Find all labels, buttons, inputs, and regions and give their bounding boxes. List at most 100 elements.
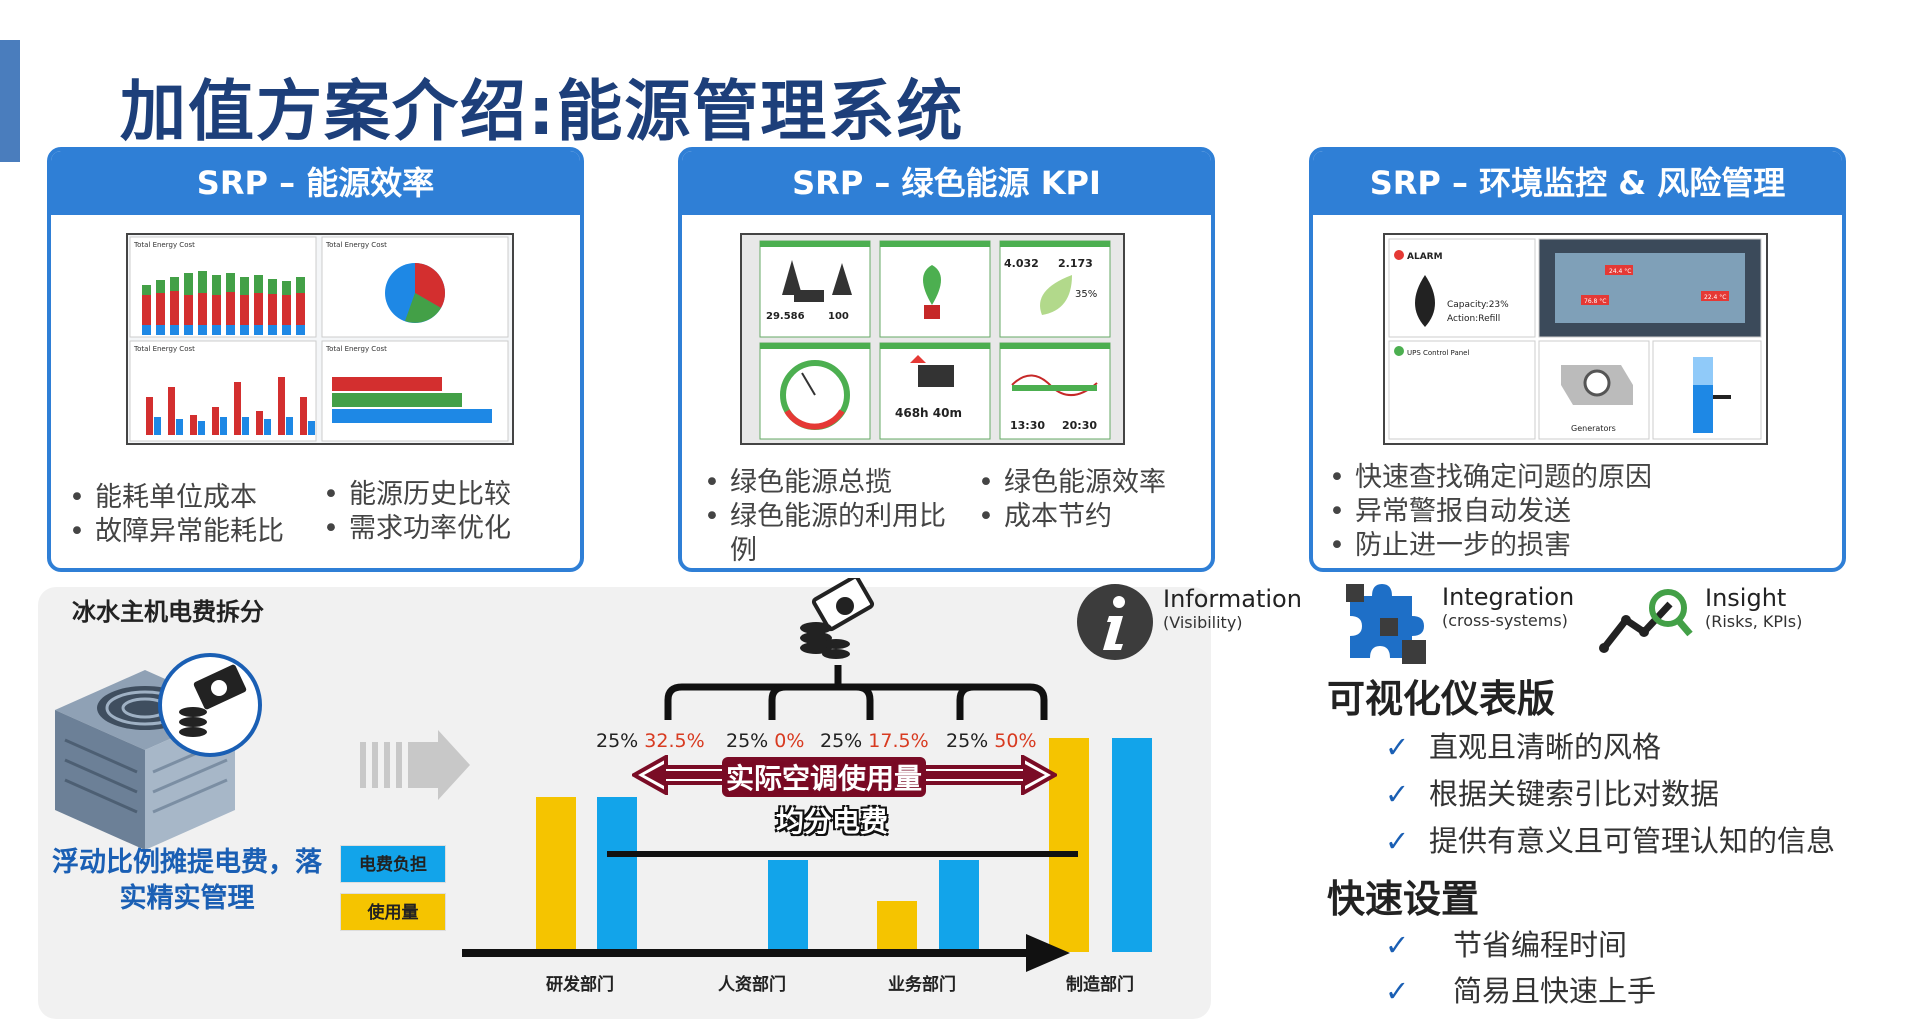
department-label: 制造部门	[1066, 975, 1134, 995]
money-badge-icon	[158, 653, 262, 757]
actual-percent: 32.5%	[644, 730, 705, 752]
quick-setup-heading: 快速设置	[1327, 877, 1480, 921]
base-percent: 25%	[820, 730, 863, 752]
checkmark-icon: ✓	[1385, 928, 1410, 962]
department-label: 人资部门	[718, 975, 786, 995]
curtailed-time: 468h 40m	[895, 406, 962, 420]
bullet-list-right: 绿色能源效率 成本节约	[974, 466, 1211, 534]
bullet-list-left: 能耗单位成本 故障异常能耗比	[65, 481, 305, 549]
bullet-list: 快速查找确定问题的原因 异常警报自动发送 防止进一步的损害	[1325, 461, 1825, 563]
department-label: 研发部门	[546, 975, 614, 995]
average-line	[607, 851, 1078, 857]
quick-setup-item: ✓ 简易且快速上手	[1385, 968, 1656, 1010]
kpi-value: 29.586	[766, 311, 805, 322]
time-label: 13:30	[1010, 419, 1045, 432]
energy-panel-title-4: Total Energy Cost	[325, 345, 387, 353]
legend-burden: 电费负担	[340, 845, 446, 883]
puzzle-icon	[1346, 584, 1426, 664]
actual-percent: 17.5%	[868, 730, 929, 752]
burden-bar-rd	[597, 797, 637, 952]
split-percentage: 25% 0%	[726, 730, 804, 752]
split-percentage: 25% 32.5%	[596, 730, 705, 752]
dashboard-item-text: 根据关键索引比对数据	[1429, 777, 1720, 811]
card-heading: SRP – 能源效率	[51, 151, 580, 215]
insight-icon	[1599, 589, 1693, 653]
base-percent: 25%	[596, 730, 639, 752]
ups-label: UPS Control Panel	[1407, 349, 1469, 357]
usage-bar-rd	[536, 797, 576, 952]
card-green-energy-kpi: SRP – 绿色能源 KPI	[678, 147, 1215, 572]
energy-panel-title-3: Total Energy Cost	[133, 345, 195, 353]
temperature-label: 22.4 °C	[1704, 294, 1726, 301]
split-bracket	[664, 665, 1048, 720]
dashboard-item: ✓ 提供有意义且可管理认知的信息	[1385, 818, 1835, 860]
dashboard-item: ✓ 根据关键索引比对数据	[1385, 771, 1719, 813]
kpi-value: 2.173	[1058, 257, 1093, 270]
burden-bar-hr	[768, 860, 808, 952]
page-title: 加值方案介绍:能源管理系统	[120, 73, 965, 150]
department-axis	[462, 934, 1070, 972]
energy-panel-title-1: Total Energy Cost	[133, 241, 195, 249]
insight-title: Insight	[1705, 584, 1787, 612]
temperature-label: 76.8 °C	[1584, 298, 1606, 305]
checkmark-icon: ✓	[1385, 777, 1410, 811]
burden-bar-sales	[939, 860, 979, 952]
dashboard-heading: 可视化仪表版	[1327, 677, 1556, 721]
bullet-item: 能耗单位成本	[65, 481, 305, 515]
card-heading: SRP – 环境监控 & 风险管理	[1313, 151, 1842, 215]
checkmark-icon: ✓	[1385, 974, 1410, 1008]
floating-ratio-text: 浮动比例摊提电费，落实精实管理	[52, 847, 322, 914]
bullet-list-right: 能源历史比较 需求功率优化	[319, 478, 559, 546]
department-label: 业务部门	[888, 975, 956, 995]
capacity-label: Capacity:23%	[1447, 300, 1509, 310]
information-label: Information (Visibility)	[1163, 585, 1302, 632]
quick-setup-item: ✓节省编程时间	[1385, 922, 1627, 964]
information-title: Information	[1163, 585, 1302, 613]
bullet-item: 能源历史比较	[319, 478, 559, 512]
dashboard-item-text: 提供有意义且可管理认知的信息	[1429, 824, 1836, 858]
money-icon	[800, 578, 875, 659]
integration-label: Integration (cross-systems)	[1442, 583, 1574, 630]
bullet-item: 需求功率优化	[319, 512, 559, 546]
integration-title: Integration	[1442, 583, 1575, 611]
cost-split-title: 冰水主机电费拆分	[72, 598, 264, 626]
energy-dashboard-charts: Total Energy Cost Total Energy Cost Tota…	[129, 236, 509, 442]
actual-percent: 50%	[994, 730, 1037, 752]
information-subtitle: (Visibility)	[1163, 613, 1243, 632]
usage-bar-sales	[877, 901, 917, 952]
generators-label: Generators	[1571, 424, 1616, 433]
kpi-value: 100	[828, 311, 849, 322]
energy-dashboard-screenshot: Total Energy Cost Total Energy Cost Tota…	[126, 233, 514, 445]
bullet-item: 绿色能源的利用比例	[700, 500, 960, 568]
title-accent-bar	[0, 40, 20, 162]
card-environment-risk: SRP – 环境监控 & 风险管理 ALARM Capacity:23% Act…	[1309, 147, 1846, 572]
even-split-label: 均分电费	[776, 805, 889, 838]
green-kpi-tiles: 29.586 100 4.032 2.173 35% 468h 40m 13:3…	[759, 240, 1111, 440]
split-percentage: 25% 50%	[946, 730, 1037, 752]
base-percent: 25%	[726, 730, 769, 752]
insight-subtitle: (Risks, KPIs)	[1705, 612, 1803, 631]
alarm-label: ALARM	[1407, 252, 1443, 262]
quick-setup-item-text: 简易且快速上手	[1453, 974, 1657, 1008]
dashboard-item-text: 直观且清晰的风格	[1429, 730, 1662, 764]
kpi-percent: 35%	[1075, 289, 1097, 300]
bullet-item: 绿色能源效率	[974, 466, 1211, 500]
kpi-value: 4.032	[1004, 257, 1039, 270]
bullet-item: 成本节约	[974, 500, 1211, 534]
info-icon	[1077, 584, 1153, 660]
legend-usage: 使用量	[340, 893, 446, 931]
time-label: 20:30	[1062, 419, 1097, 432]
integration-subtitle: (cross-systems)	[1442, 611, 1568, 630]
actual-usage-label: 实际空调使用量	[722, 757, 927, 797]
checkmark-icon: ✓	[1385, 824, 1410, 858]
actual-percent: 0%	[774, 730, 805, 752]
bullet-item: 快速查找确定问题的原因	[1325, 461, 1825, 495]
base-percent: 25%	[946, 730, 989, 752]
card-energy-efficiency: SRP – 能源效率	[47, 147, 584, 572]
bullet-item: 绿色能源总揽	[700, 466, 960, 500]
temperature-label: 24.4 °C	[1609, 268, 1631, 275]
split-percentage: 25% 17.5%	[820, 730, 929, 752]
striped-arrow-icon	[360, 730, 470, 800]
insight-label: Insight (Risks, KPIs)	[1705, 584, 1802, 631]
checkmark-icon: ✓	[1385, 730, 1410, 764]
